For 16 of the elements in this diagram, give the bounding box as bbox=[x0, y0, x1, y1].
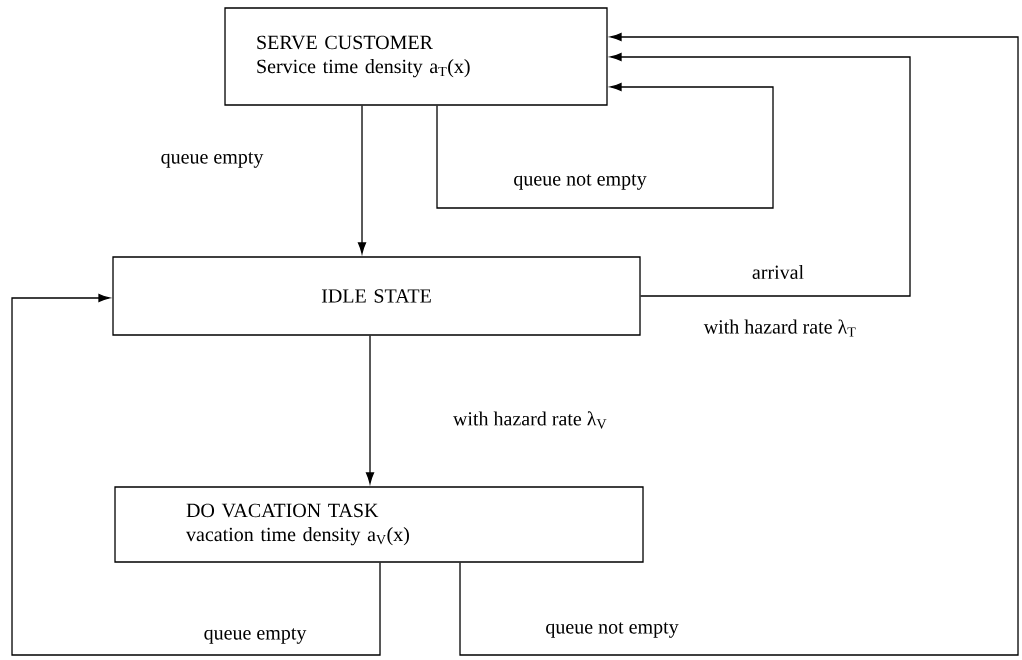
edge-label: queue empty bbox=[201, 626, 309, 646]
arrow bbox=[365, 335, 375, 484]
state-box: SERVE CUSTOMER Service time density a$_{T}$(x) bbox=[224, 7, 608, 106]
arrow bbox=[610, 52, 911, 297]
arrow bbox=[357, 105, 367, 254]
arrow bbox=[11, 293, 381, 656]
edge-label: arrival bbox=[749, 262, 807, 281]
edge-label: queue empty bbox=[158, 150, 266, 170]
state-box: IDLE STATE bbox=[112, 256, 641, 336]
rate-note: with hazard rate λ$_{T}$ bbox=[701, 317, 859, 339]
edge-label: queue not empty bbox=[543, 620, 681, 640]
state-box: DO VACATION TASK vacation time density a$_{V}$(x) bbox=[114, 486, 644, 563]
arrow bbox=[459, 32, 1019, 656]
edge-label: queue not empty bbox=[511, 172, 649, 192]
arrow bbox=[436, 82, 774, 209]
edge-label: with hazard rate λ$_{V}$ bbox=[450, 409, 610, 431]
